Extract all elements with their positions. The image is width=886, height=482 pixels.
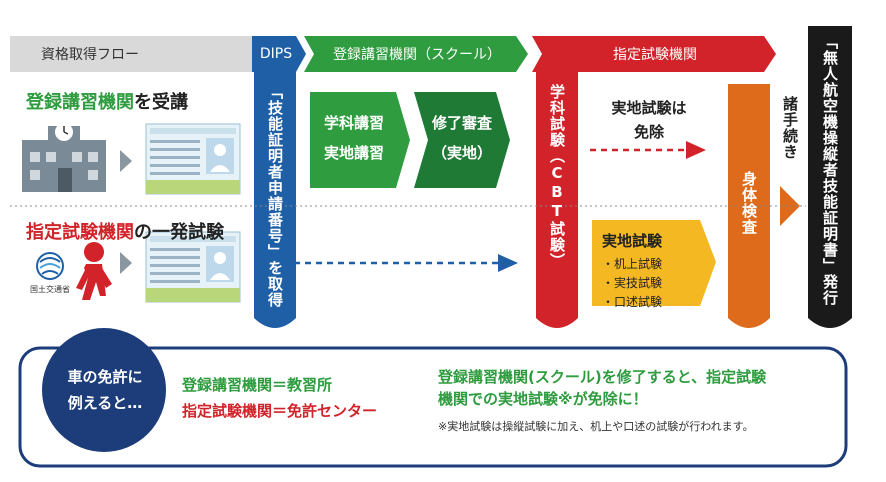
school-small-arrow (120, 150, 132, 172)
flow-label: 資格取得フロー (41, 47, 139, 63)
analogy-message-line-2: 機関での実地試験※が免除に！ (438, 390, 648, 408)
direct-route-highlight: 指定試験機関 (26, 222, 134, 243)
license-card-icon-1 (145, 123, 241, 195)
analogy-note: ※実地試験は操縦試験に加え、机上や口述の試験が行われます。 (438, 420, 754, 433)
exempt-line-2: 免除 (633, 123, 664, 141)
school-route-highlight: 登録講習機関 (26, 92, 134, 113)
exempt-text: 実地試験は 免除 (594, 96, 704, 144)
certificate-bg (808, 26, 852, 328)
designated-header (532, 36, 776, 72)
procedures-text: 諸手続き (781, 96, 799, 160)
physical-exam-text: 身体検査 (740, 171, 758, 235)
review-text: 修了審査 （実地） (420, 108, 504, 168)
practical-item-desk: ・机上試験 (602, 257, 663, 271)
dips-column-text: 「技能証明者申請番号」を取得 (266, 84, 284, 308)
exempt-line-1: 実地試験は (611, 99, 687, 117)
analogy-school-eq: 登録講習機関＝教習所 (182, 376, 333, 394)
dips-column-bg (254, 72, 296, 328)
written-exam-bg (536, 72, 578, 328)
lecture-theory: 学科講習 (323, 114, 384, 132)
analogy-message-line-1: 登録講習機関(スクール)を修了すると、指定試験 (438, 368, 767, 386)
practical-title: 実地試験 (602, 232, 663, 250)
analogy-circle-line-2: 例えると… (67, 394, 143, 412)
certificate-text: 「無人航空機操縦者技能証明書」発行 (821, 34, 839, 306)
lecture-practical: 実地講習 (323, 144, 384, 162)
school-header-label: 登録講習機関（スクール） (333, 47, 501, 63)
analogy-panel (18, 346, 848, 468)
designated-header-label: 指定試験機関 (613, 47, 697, 63)
review-box (414, 92, 510, 188)
lectures-text: 学科講習 実地講習 (314, 108, 394, 168)
review-sub: （実地） (431, 144, 492, 162)
practical-box (592, 220, 716, 306)
direct-route-rest: の一発試験 (134, 222, 224, 243)
walking-person-icon (76, 242, 112, 300)
practical-item-skill: ・実技試験 (602, 276, 663, 290)
school-route-rest: を受講 (134, 92, 188, 113)
practical-item-oral: ・口述試験 (602, 295, 663, 309)
header-band (10, 36, 252, 72)
school-route-title: 登録講習機関を受講 (26, 88, 188, 114)
analogy-circle-text: 車の免許に 例えると… (50, 364, 160, 416)
ministry-logo-icon (36, 252, 64, 280)
analogy-circle-line-1: 車の免許に (67, 368, 143, 386)
dips-header-label: DIPS (259, 46, 293, 62)
analogy-circle (42, 328, 166, 452)
written-exam-text: 学科試験（CBT試験） (548, 84, 566, 269)
analogy-message: 登録講習機関(スクール)を修了すると、指定試験 機関での実地試験※が免除に！ (438, 366, 838, 410)
lectures-box (310, 92, 410, 188)
direct-arrow-head (498, 254, 518, 272)
school-building-icon (22, 123, 106, 192)
physical-exam-bg (728, 84, 770, 328)
review-title: 修了審査 (431, 114, 492, 132)
direct-route-title: 指定試験機関の一発試験 (26, 218, 224, 244)
school-header (304, 36, 528, 72)
direct-small-arrow (120, 252, 132, 274)
practical-text: 実地試験 ・机上試験 ・実技試験 ・口述試験 (602, 230, 702, 312)
dips-header (252, 36, 306, 72)
exempt-arrow-head (686, 141, 706, 159)
ministry-logo-text: 国土交通省 (30, 285, 70, 294)
license-card-icon-2 (145, 231, 241, 303)
analogy-designated-eq: 指定試験機関＝免許センター (182, 402, 378, 420)
